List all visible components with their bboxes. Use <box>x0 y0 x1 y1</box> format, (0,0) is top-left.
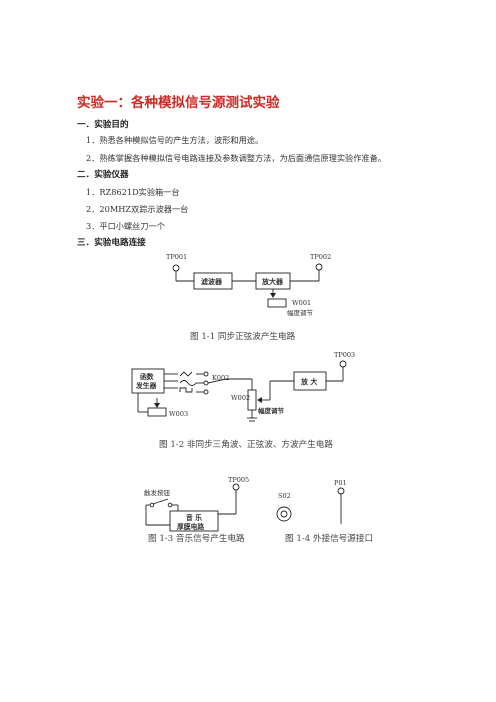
sine-wave-icon <box>179 380 197 386</box>
section-heading-instruments: 二．实验仪器 <box>77 170 129 180</box>
square-wave-icon <box>179 387 193 393</box>
function-generator-block <box>131 368 165 394</box>
list-item: 1．RZ8621D实验箱一台 <box>86 187 180 197</box>
w003-label: W003 <box>169 410 188 418</box>
w001-label: W001 <box>292 299 311 307</box>
p01-label: P01 <box>334 479 347 487</box>
tp002-terminal <box>315 263 323 271</box>
k002-selector-switch <box>207 378 227 384</box>
figure-1-3 <box>145 483 240 532</box>
w003-potentiometer <box>147 407 167 417</box>
tp003-label: TP003 <box>334 351 355 359</box>
triangle-wave-icon <box>179 371 193 377</box>
tp001-label: TP001 <box>166 253 187 261</box>
figure-1-2 <box>131 360 347 422</box>
generator-label-line1: 函数 <box>140 372 154 381</box>
page-title: 实验一：各种模拟信号源测试实验 <box>77 95 280 111</box>
amplifier-label: 放 大 <box>300 377 317 386</box>
tp003-terminal <box>339 360 347 368</box>
section-heading-circuit: 三．实验电路连接 <box>77 238 146 248</box>
tp001-terminal <box>172 264 180 272</box>
section-heading-purpose: 一．实验目的 <box>77 120 129 130</box>
music-ic-block <box>169 510 219 532</box>
tp002-label: TP002 <box>310 253 331 261</box>
filter-label: 滤波器 <box>201 277 223 286</box>
gain-adjust-label: 幅度调节 <box>258 406 285 415</box>
s02-label: S02 <box>278 492 291 500</box>
tp005-label: TP005 <box>228 476 249 484</box>
list-item: 1．熟悉各种模拟信号的产生方法，波形和用途。 <box>86 135 264 145</box>
figure-caption: 图 1-1 同步正弦波产生电路 <box>190 330 296 342</box>
tp005-terminal <box>232 483 240 491</box>
figure-1-4 <box>276 487 345 524</box>
music-ic-label-line2: 厚膜电路 <box>177 522 204 531</box>
w002-label: W002 <box>231 394 250 402</box>
gain-adjust-label: 幅度调节 <box>287 308 314 317</box>
list-item: 2．20MHZ双踪示波器一台 <box>86 204 189 214</box>
figure-caption: 图 1-4 外接信号源接口 <box>285 532 373 544</box>
w001-potentiometer <box>267 298 287 308</box>
figure-1-1 <box>172 263 323 308</box>
list-item: 3．平口小螺丝刀一个 <box>86 221 165 231</box>
amplifier-label: 放大器 <box>261 277 284 286</box>
k002-label: K002 <box>212 374 229 382</box>
list-item: 2．熟练掌握各种模拟信号电路连接及参数调整方法，为后面通信原理实验作准备。 <box>86 153 386 163</box>
music-ic-label-line1: 音 乐 <box>186 513 202 522</box>
trigger-button-label: 触发按钮 <box>144 488 171 497</box>
figure-caption: 图 1-2 非同步三角波、正弦波、方波产生电路 <box>159 438 333 450</box>
p01-terminal <box>337 487 345 495</box>
trigger-button-switch <box>152 498 169 505</box>
generator-label-line2: 发生器 <box>135 381 157 390</box>
figure-caption: 图 1-3 音乐信号产生电路 <box>148 532 245 544</box>
